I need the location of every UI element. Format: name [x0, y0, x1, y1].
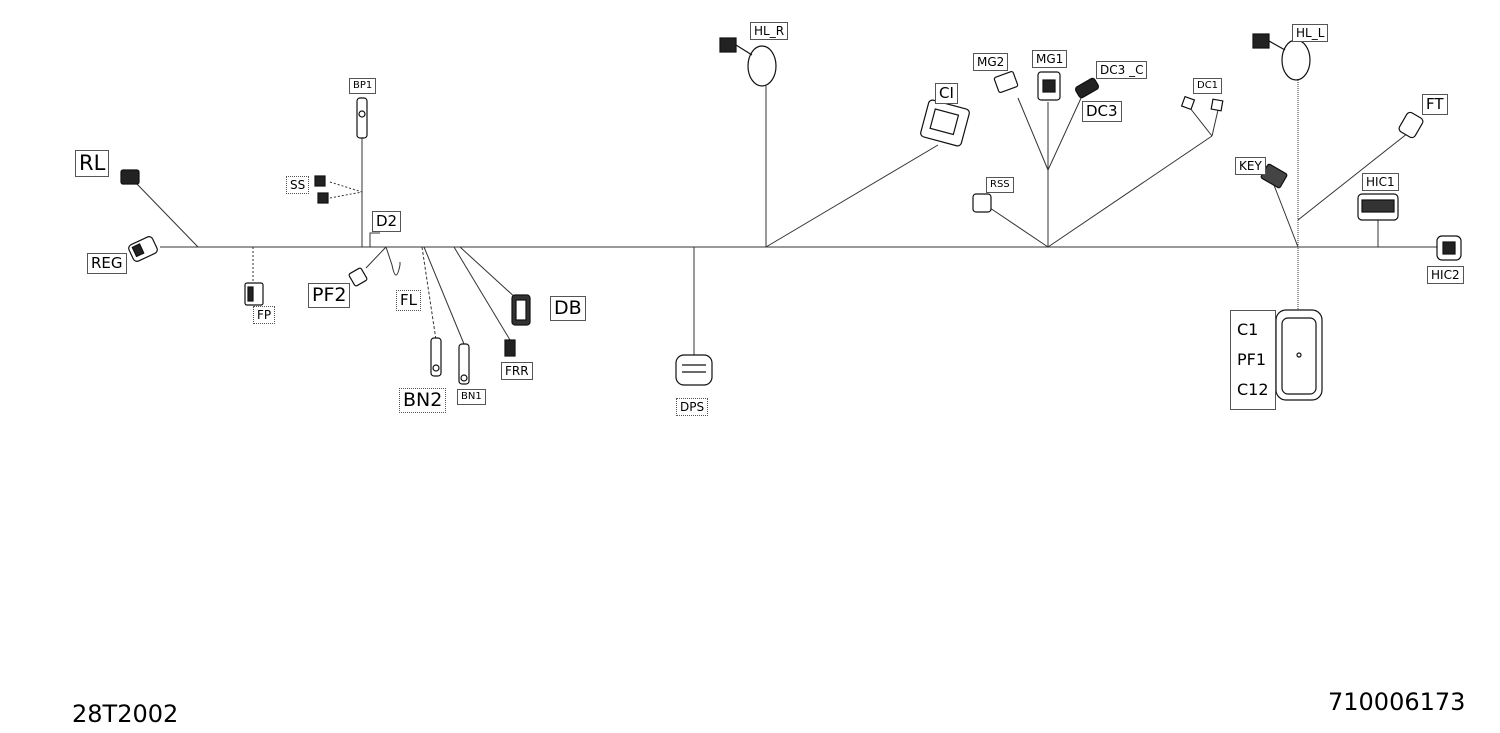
branch-dc1	[1047, 135, 1213, 248]
connector-pf2	[348, 267, 368, 287]
branch-ss	[329, 181, 363, 193]
label-dc1: DC1	[1193, 78, 1223, 94]
label-pf2: PF2	[308, 283, 351, 308]
branch-frr	[453, 246, 511, 341]
branch-db	[459, 246, 519, 301]
connector-reg	[128, 236, 158, 262]
connector-dc1	[1180, 95, 1224, 112]
branch-rss	[989, 207, 1049, 248]
branch-bn2	[421, 246, 437, 341]
label-rl: RL	[75, 150, 110, 177]
label-db: DB	[550, 296, 586, 321]
label-d2: D2	[372, 211, 402, 232]
branch-mg2	[1017, 97, 1049, 171]
branch-bn1	[423, 246, 465, 345]
label-hic2: HIC2	[1427, 266, 1464, 284]
connector-c1-ecu	[1275, 309, 1323, 401]
connector-bn1	[458, 343, 470, 385]
label-c1: C1	[1237, 320, 1259, 339]
label-ft: FT	[1422, 94, 1448, 115]
connector-frr	[504, 339, 516, 357]
connector-mg2	[993, 71, 1019, 93]
branch-rl	[135, 182, 199, 248]
connector-bn2	[430, 337, 442, 377]
connector-hl-l	[1252, 33, 1311, 81]
label-frr: FRR	[501, 362, 533, 380]
label-bn1: BN1	[457, 389, 486, 405]
connector-dps	[675, 354, 713, 386]
connector-rl	[120, 169, 140, 185]
label-c1-group: C1 PF1 C12	[1230, 310, 1276, 410]
label-rss: RSS	[986, 177, 1014, 193]
label-ci: CI	[935, 83, 958, 104]
connector-fp	[244, 282, 264, 306]
connector-ci	[920, 99, 970, 147]
drawing-code-left: 28T2002	[72, 700, 179, 728]
branch-ft	[1297, 132, 1409, 221]
label-bn2: BN2	[399, 388, 447, 413]
label-dc3-c: DC3 _C	[1096, 61, 1148, 79]
connector-ss	[314, 175, 329, 204]
connector-mg1	[1037, 71, 1061, 101]
connector-ft	[1398, 111, 1424, 139]
connector-bp1	[356, 97, 368, 139]
branch-ci	[765, 144, 939, 248]
label-fp: FP	[253, 306, 276, 324]
label-key: KEY	[1235, 157, 1266, 175]
branch-key	[1271, 179, 1299, 248]
connector-rss	[972, 193, 992, 213]
label-ss: SS	[286, 176, 310, 194]
label-fl: FL	[396, 290, 421, 311]
label-hl-l: HL_L	[1292, 24, 1329, 42]
label-hic1: HIC1	[1362, 173, 1399, 191]
branch-d2	[369, 232, 380, 247]
label-dc3: DC3	[1082, 101, 1122, 122]
label-bp1: BP1	[349, 78, 377, 94]
branch-pf2	[365, 246, 387, 269]
branch-fl	[385, 246, 401, 276]
label-mg2: MG2	[973, 53, 1009, 71]
connector-hic1	[1357, 193, 1399, 221]
label-reg: REG	[87, 253, 127, 274]
branch-dc3	[1047, 95, 1083, 171]
connector-hic2	[1436, 235, 1462, 261]
drawing-code-right: 710006173	[1328, 688, 1466, 716]
label-pf1: PF1	[1237, 350, 1267, 369]
connector-hl-r	[719, 37, 777, 87]
connector-dc3	[1074, 77, 1100, 99]
label-dps: DPS	[676, 398, 709, 416]
connector-db	[511, 294, 531, 326]
label-hl-r: HL_R	[750, 22, 789, 40]
label-c12: C12	[1237, 380, 1269, 399]
label-mg1: MG1	[1032, 50, 1068, 68]
